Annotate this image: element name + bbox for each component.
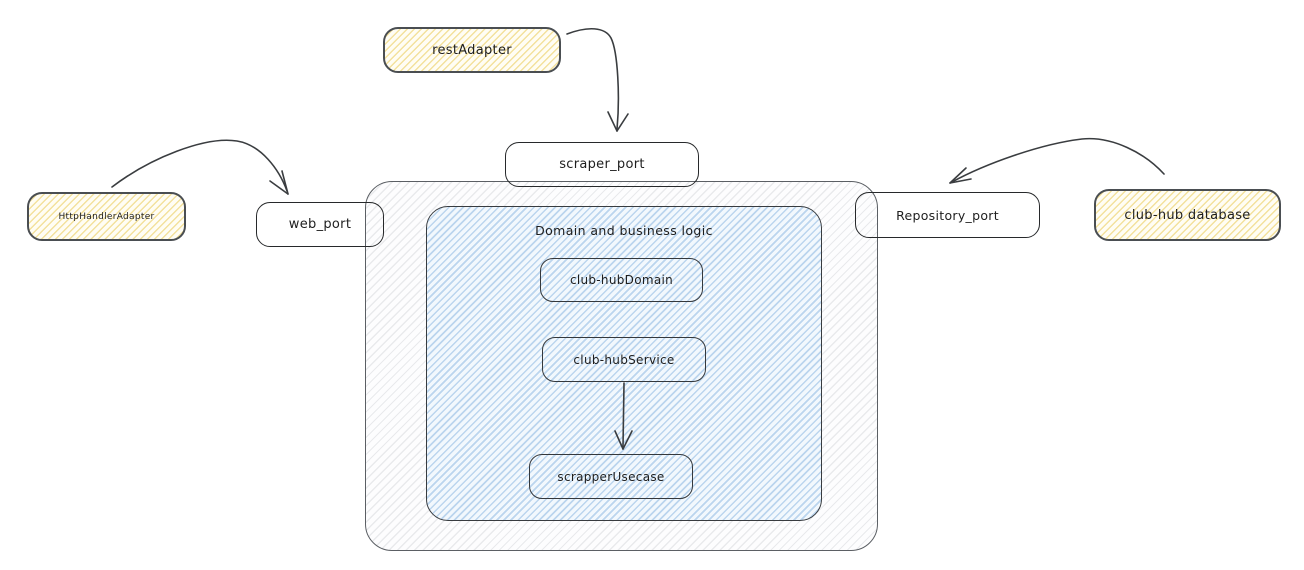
node-club-hub-database[interactable]: club-hub database xyxy=(1094,189,1281,241)
domain-container-title: Domain and business logic xyxy=(535,223,713,238)
node-label: scraper_port xyxy=(559,157,645,172)
node-label: restAdapter xyxy=(432,42,512,58)
node-rest-adapter[interactable]: restAdapter xyxy=(383,27,561,73)
arrow-club-hub-database-to-repository-port[interactable] xyxy=(949,137,1165,184)
node-label: scrapperUsecase xyxy=(557,469,665,484)
node-label: club-hub database xyxy=(1124,207,1251,223)
node-repository-port[interactable]: Repository_port xyxy=(855,192,1040,238)
node-club-hub-service[interactable]: club-hubService xyxy=(542,337,706,382)
node-scraper-port[interactable]: scraper_port xyxy=(505,142,699,187)
node-label: club-hubService xyxy=(573,352,675,367)
node-label: club-hubDomain xyxy=(569,273,674,287)
node-club-hub-domain[interactable]: club-hubDomain xyxy=(540,258,703,302)
node-label: Repository_port xyxy=(896,207,999,223)
node-label: web_port xyxy=(288,217,352,232)
node-label: HttpHandlerAdapter xyxy=(58,211,155,222)
node-http-handler-adapter[interactable]: HttpHandlerAdapter xyxy=(27,192,186,241)
arrow-rest-adapter-to-scraper-port[interactable] xyxy=(566,28,629,132)
node-scrapper-usecase[interactable]: scrapperUsecase xyxy=(529,454,693,499)
node-web-port[interactable]: web_port xyxy=(256,202,384,247)
arrow-http-handler-adapter-to-web-port[interactable] xyxy=(111,139,289,195)
